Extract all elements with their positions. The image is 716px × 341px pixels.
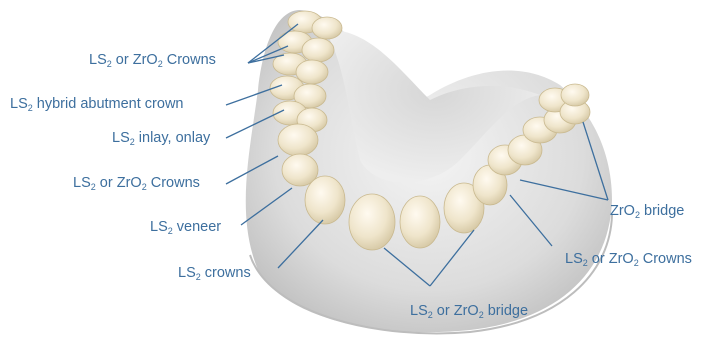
label-crowns-mid: LS2 or ZrO2 Crowns bbox=[73, 175, 200, 191]
label-zro-bridge: ZrO2 bridge bbox=[610, 203, 684, 219]
label-hybrid-abutment-crown: LS2 hybrid abutment crown bbox=[10, 96, 183, 112]
label-crowns-right: LS2 or ZrO2 Crowns bbox=[565, 251, 692, 267]
label-inlay-onlay: LS2 inlay, onlay bbox=[112, 130, 210, 146]
label-front-bridge: LS2 or ZrO2 bridge bbox=[410, 303, 528, 319]
label-veneer: LS2 veneer bbox=[150, 219, 221, 235]
label-crowns-top: LS2 or ZrO2 Crowns bbox=[89, 52, 216, 68]
label-ls-crowns: LS2 crowns bbox=[178, 265, 251, 281]
